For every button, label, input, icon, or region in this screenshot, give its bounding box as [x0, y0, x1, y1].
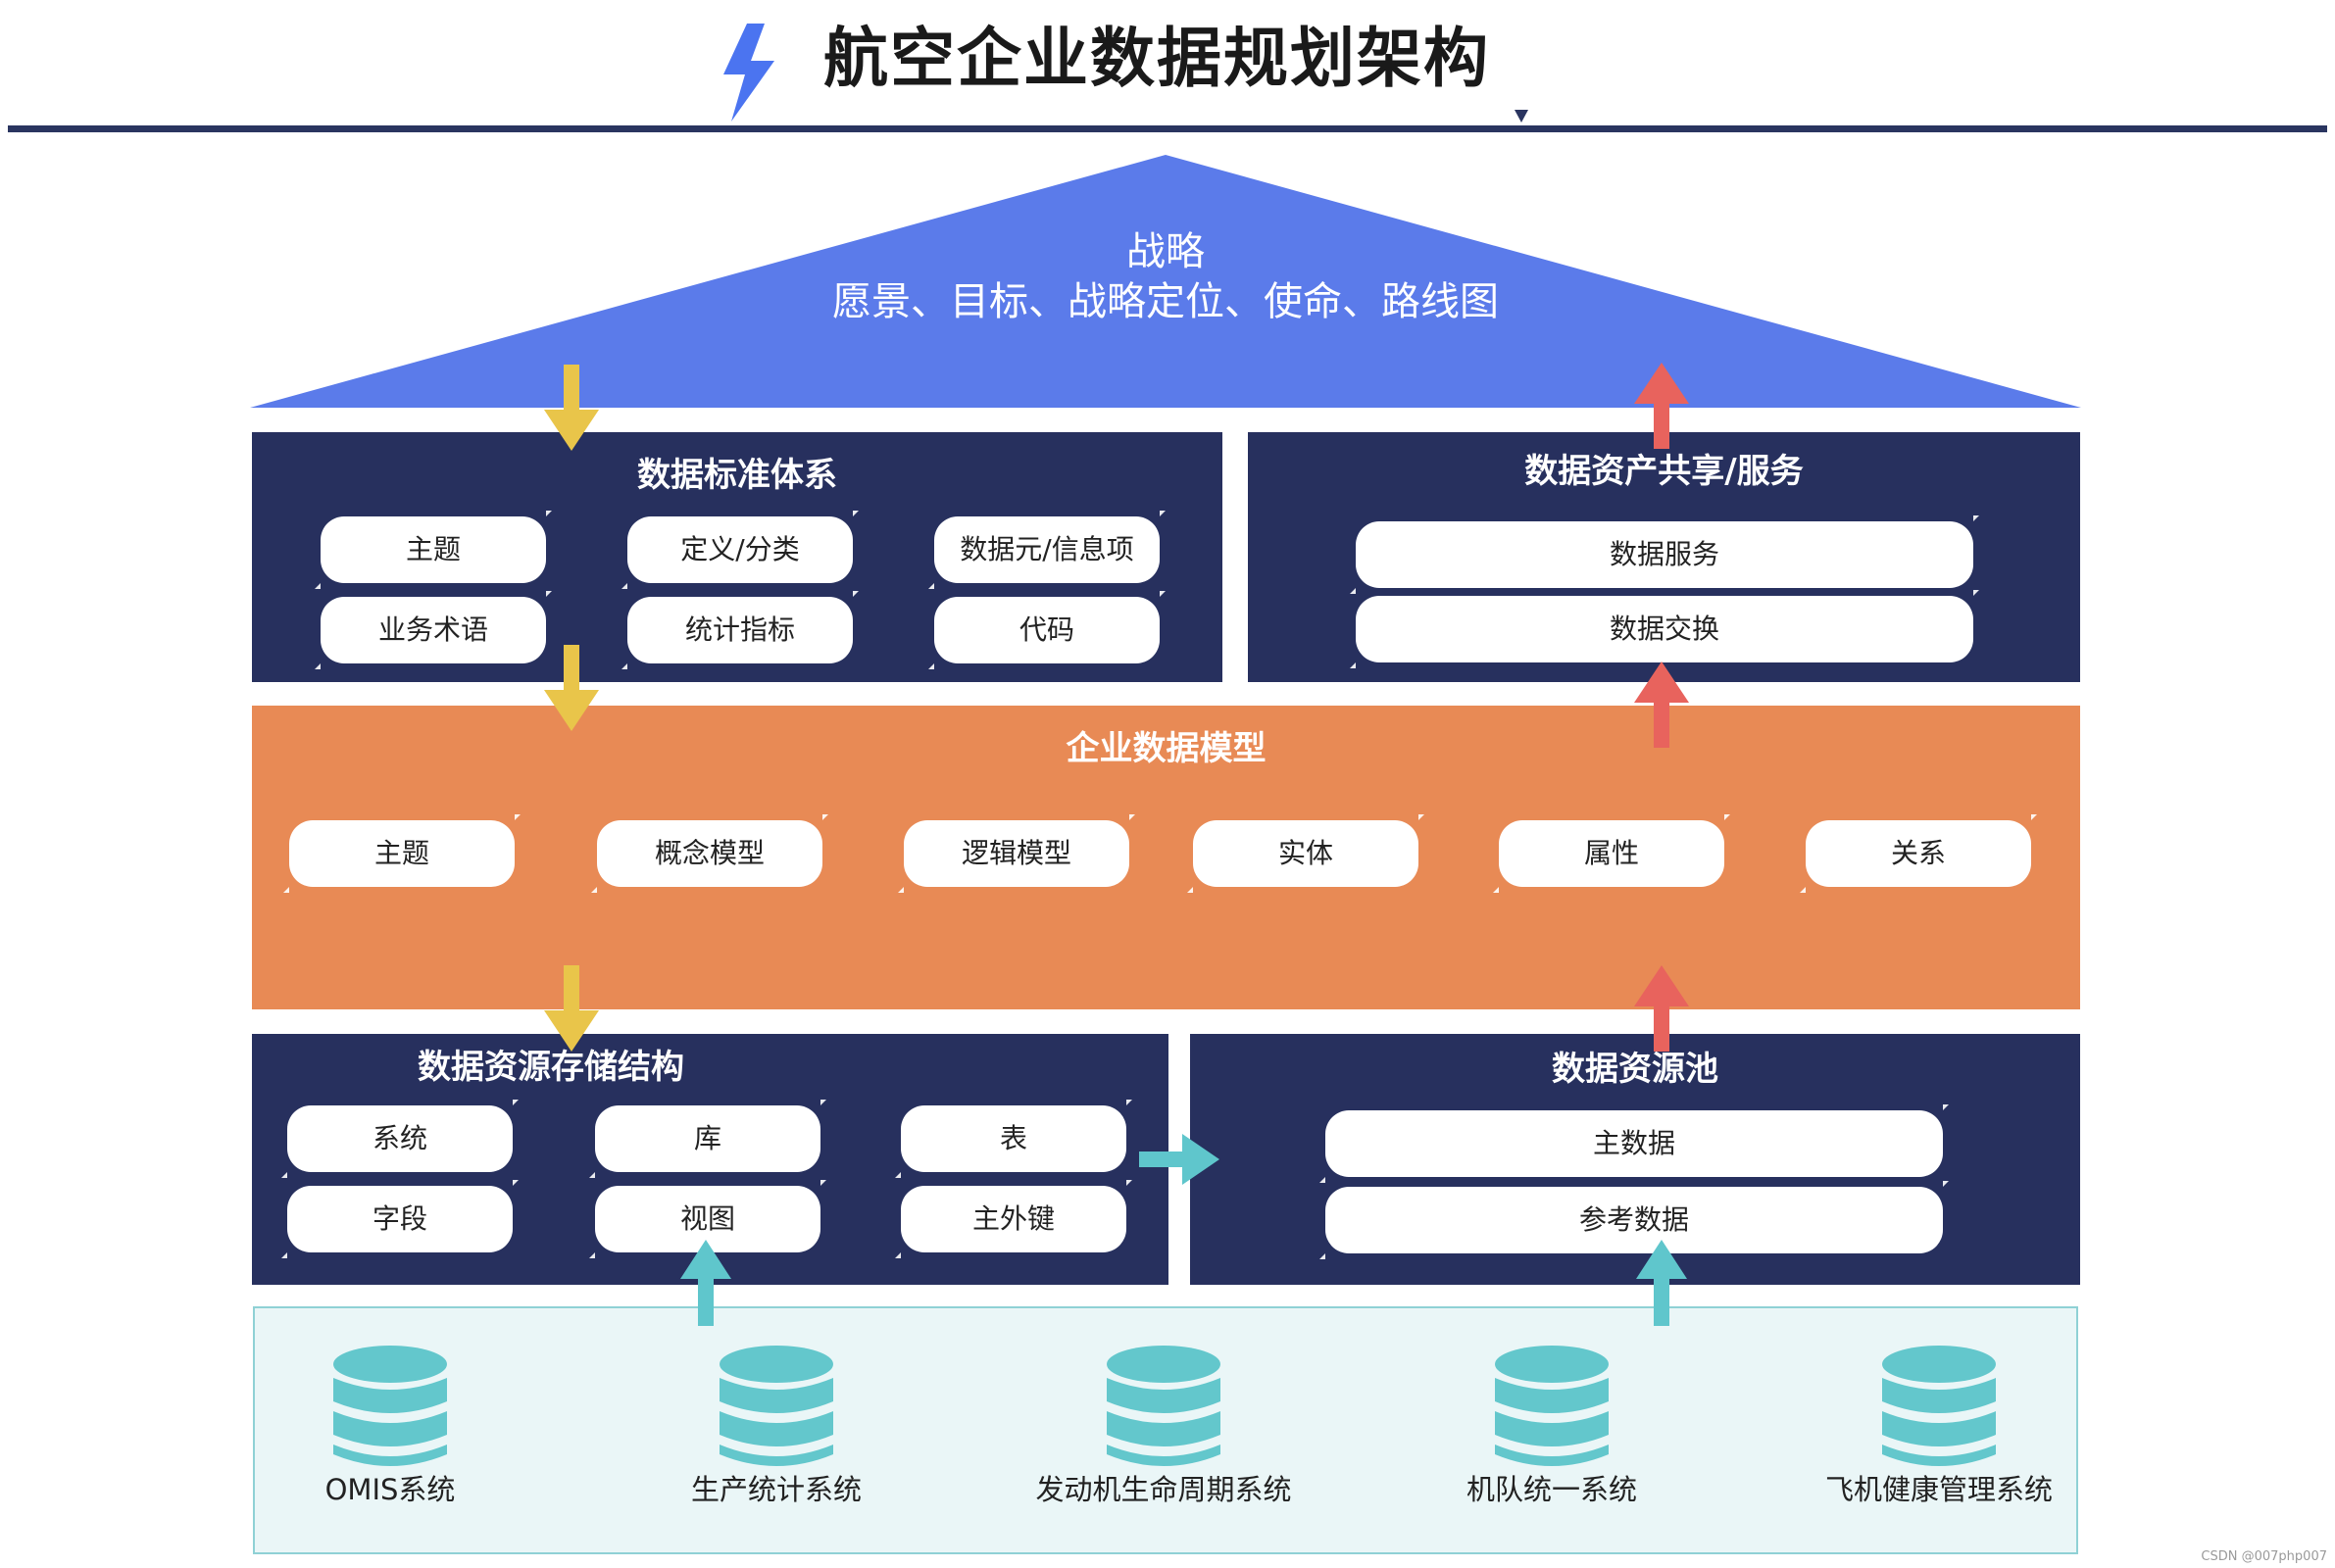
resource-pool-title: 数据资源池	[1552, 1050, 1718, 1089]
model-card[interactable]: 关系	[1800, 814, 2037, 893]
source-system-label: 生产统计系统	[690, 1473, 862, 1506]
source-system-label: OMIS系统	[324, 1473, 456, 1506]
storage-card[interactable]: 视图	[589, 1180, 826, 1258]
down-arrow-icon	[544, 365, 599, 451]
database-icon	[333, 1346, 447, 1466]
database-icon	[1882, 1346, 1996, 1466]
watermark: CSDN @007php007	[2201, 1549, 2327, 1564]
database-icon	[1495, 1346, 1609, 1466]
up-arrow-icon	[1634, 662, 1689, 748]
source-system-label: 发动机生命周期系统	[1035, 1473, 1292, 1506]
database-icon	[1107, 1346, 1220, 1466]
data-standards-title: 数据标准体系	[637, 456, 837, 495]
storage-card[interactable]: 主外键	[895, 1180, 1132, 1258]
storage-card[interactable]: 字段	[281, 1180, 519, 1258]
model-card[interactable]: 属性	[1493, 814, 1730, 893]
up-arrow-icon	[1634, 363, 1689, 449]
pool-card[interactable]: 主数据	[1319, 1104, 1949, 1183]
source-system-label: 机队统一系统	[1466, 1473, 1637, 1506]
strategy-title: 战略	[1126, 229, 1205, 274]
model-card[interactable]: 主题	[283, 814, 521, 893]
model-card[interactable]: 逻辑模型	[898, 814, 1135, 893]
down-arrow-icon	[544, 965, 599, 1052]
database-icon	[720, 1346, 833, 1466]
storage-structure-panel: 数据资源存储结构 系统 库 表 字段 视图 主外键	[252, 1034, 1168, 1285]
strategy-subtitle: 愿景、目标、战略定位、使命、路线图	[832, 279, 1499, 324]
enterprise-model-title: 企业数据模型	[1066, 729, 1267, 768]
resource-pool-panel: 数据资源池 主数据 参考数据	[1190, 1034, 2080, 1285]
standards-card[interactable]: 数据元/信息项	[928, 511, 1166, 589]
standards-card[interactable]: 主题	[315, 511, 552, 589]
standards-card[interactable]: 业务术语	[315, 591, 552, 669]
data-asset-services-panel: 数据资产共享/服务 数据服务 数据交换	[1248, 432, 2080, 682]
storage-card[interactable]: 库	[589, 1100, 826, 1178]
services-card[interactable]: 数据交换	[1350, 590, 1979, 668]
storage-structure-title: 数据资源存储结构	[418, 1048, 684, 1087]
lightning-bolt-icon	[723, 24, 774, 122]
pool-card[interactable]: 参考数据	[1319, 1181, 1949, 1259]
header-caret-icon	[1515, 110, 1528, 122]
right-arrow-icon	[1139, 1134, 1219, 1185]
data-asset-services-title: 数据资产共享/服务	[1524, 452, 1804, 491]
model-card[interactable]: 实体	[1187, 814, 1424, 893]
up-arrow-icon	[680, 1240, 731, 1326]
standards-card[interactable]: 代码	[928, 591, 1166, 669]
strategy-roof	[250, 155, 2081, 408]
storage-card[interactable]: 表	[895, 1100, 1132, 1178]
standards-card[interactable]: 统计指标	[621, 591, 859, 669]
enterprise-model-panel: 企业数据模型 主题 概念模型 逻辑模型 实体 属性 关系	[252, 706, 2080, 1009]
standards-card[interactable]: 定义/分类	[621, 511, 859, 589]
down-arrow-icon	[544, 645, 599, 731]
up-arrow-icon	[1636, 1240, 1687, 1326]
page-title: 航空企业数据规划架构	[823, 21, 1490, 96]
data-standards-panel: 数据标准体系 主题 定义/分类 数据元/信息项 业务术语 统计指标 代码	[252, 432, 1222, 682]
services-card[interactable]: 数据服务	[1350, 515, 1979, 594]
up-arrow-icon	[1634, 965, 1689, 1052]
source-system-label: 飞机健康管理系统	[1824, 1473, 2053, 1506]
model-card[interactable]: 概念模型	[591, 814, 828, 893]
header-divider	[8, 125, 2327, 132]
storage-card[interactable]: 系统	[281, 1100, 519, 1178]
